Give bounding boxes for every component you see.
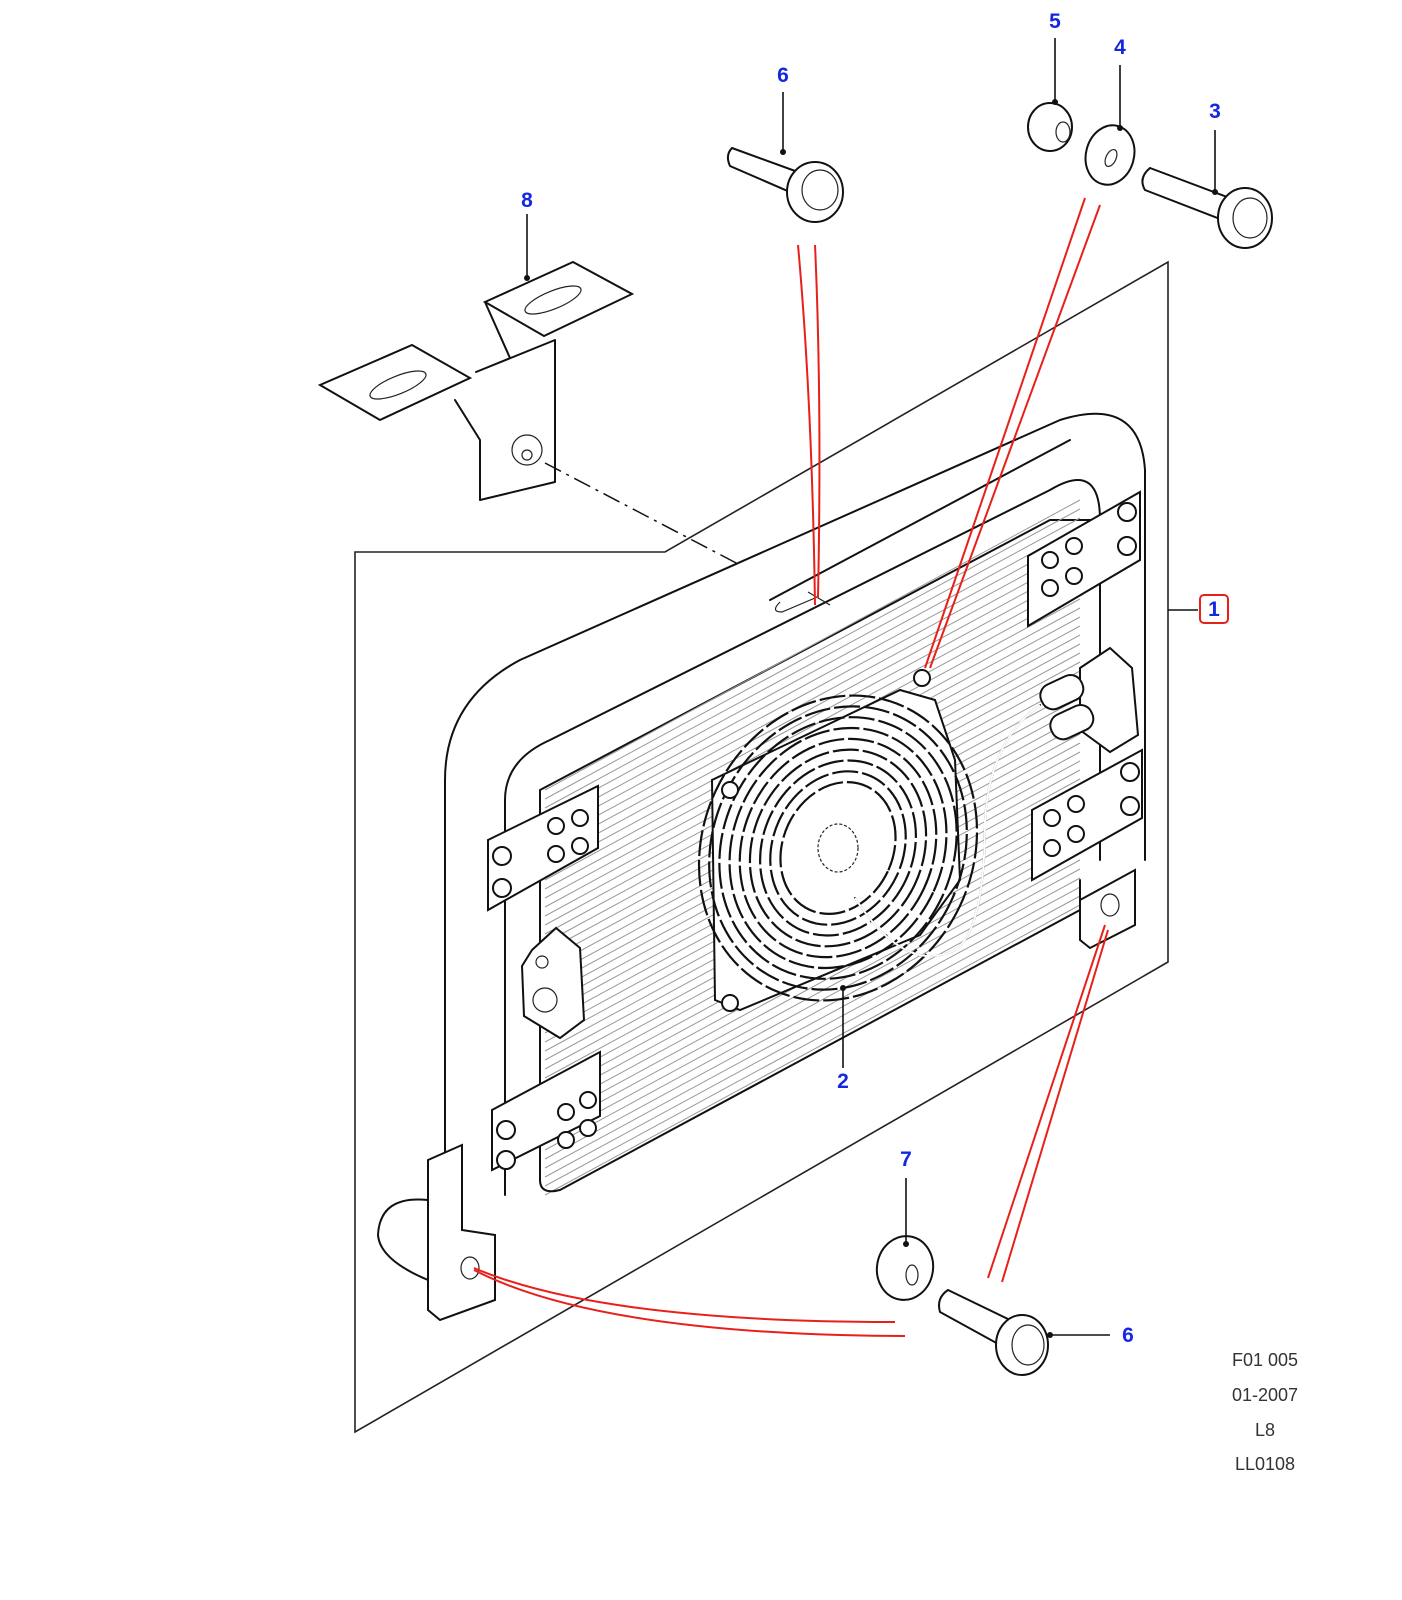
callout-6-top[interactable]: 6 (777, 64, 789, 87)
core-bottom-edge (539, 879, 1081, 1193)
condenser-fin (544, 544, 1081, 836)
fan-guard-ring (697, 694, 979, 1002)
condenser-fin (544, 904, 1081, 1196)
assembly-panel-outline (354, 260, 1169, 1434)
reference-ident: LL0108 (1234, 1454, 1296, 1474)
fan-guard-ring (718, 716, 958, 980)
pipe-connector-right (1039, 646, 1140, 754)
condenser-fin (544, 535, 1081, 827)
condenser-fin (544, 877, 1081, 1169)
reference-code: F01 005 (1231, 1350, 1299, 1370)
assembly-lines (473, 197, 1109, 1337)
callout-6-bottom[interactable]: 6 (1122, 1324, 1134, 1347)
condenser-fin (544, 850, 1081, 1142)
condenser-fin (544, 562, 1081, 854)
fan-guard-ring (759, 759, 917, 937)
condenser-fin (544, 499, 1081, 791)
spacer-bushing (875, 1178, 935, 1301)
callout-4[interactable]: 4 (1114, 36, 1126, 59)
condenser-fin (544, 841, 1081, 1133)
bolt-plate-lower-left (491, 1050, 601, 1172)
callout-2[interactable]: 2 (837, 1070, 849, 1093)
condenser-fin (544, 895, 1081, 1187)
fan-guard-ring (748, 748, 928, 948)
fan-guard-ring (728, 726, 948, 970)
condenser-fin (544, 868, 1081, 1160)
fan-guard-ring (779, 781, 897, 915)
fan-guard-ring (769, 770, 907, 926)
bolt-plate-upper-left (487, 784, 599, 912)
bolt-plate-upper-right (1027, 490, 1141, 628)
mounting-bracket (317, 214, 635, 501)
condenser-fin (544, 517, 1081, 809)
callout-5[interactable]: 5 (1049, 10, 1061, 33)
condenser-fin (544, 508, 1081, 800)
reference-variant: L8 (1254, 1420, 1276, 1440)
condenser-fin (544, 553, 1081, 845)
condenser-fin (544, 571, 1081, 863)
mounting-foot-left (377, 1143, 496, 1322)
bolt-bottom (938, 1288, 1110, 1376)
callout-1[interactable]: 1 (1199, 594, 1229, 624)
callout-3[interactable]: 3 (1209, 100, 1221, 123)
long-bolt (1141, 130, 1273, 249)
condenser-fin (544, 859, 1081, 1151)
fan-guard-ring (738, 737, 938, 959)
condenser-fan (697, 669, 1041, 1068)
condenser-fin (544, 580, 1081, 872)
callout-7[interactable]: 7 (900, 1148, 912, 1171)
pipe-connector-left (520, 926, 586, 1040)
condenser-fin (544, 526, 1081, 818)
callout-8[interactable]: 8 (521, 189, 533, 212)
reference-date: 01-2007 (1231, 1385, 1299, 1405)
condenser-fin (544, 886, 1081, 1178)
mounting-foot-right (1079, 868, 1136, 950)
alignment-centerline (544, 462, 741, 566)
top-rail-slot (774, 597, 816, 613)
bolt-top (726, 92, 844, 223)
bolt-plate-lower-right (1031, 748, 1143, 882)
washer (1084, 65, 1136, 186)
flange-nut (1027, 38, 1073, 152)
